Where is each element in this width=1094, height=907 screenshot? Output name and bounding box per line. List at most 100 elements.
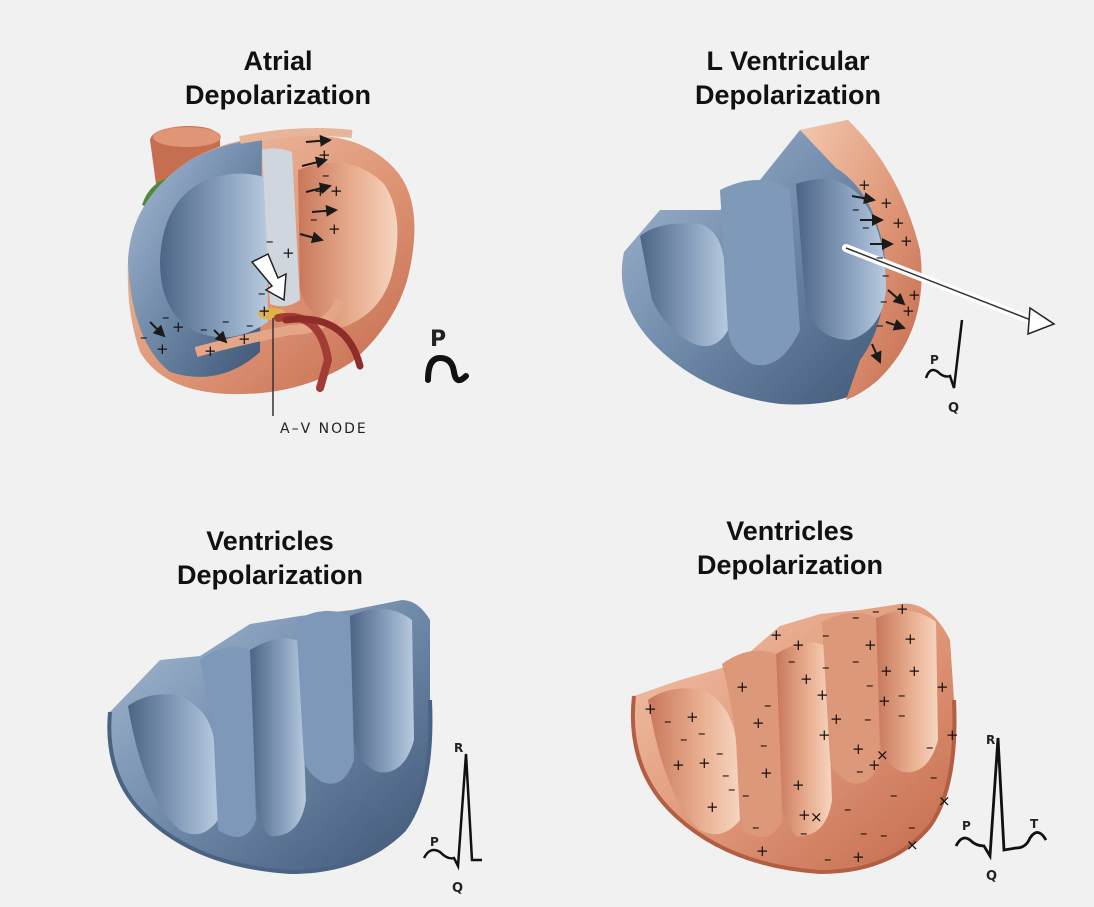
p-wave-3-label: P (430, 835, 439, 849)
svg-text:+: + (156, 340, 169, 358)
svg-text:–: – (898, 686, 906, 704)
svg-text:–: – (222, 312, 230, 330)
svg-text:–: – (856, 762, 864, 780)
svg-text:–: – (764, 696, 772, 714)
svg-text:–: – (864, 710, 872, 728)
pqrst-trace-4: P R Q T (956, 733, 1046, 884)
svg-text:–: – (844, 800, 852, 818)
pqrs-trace-3: P R Q (424, 741, 482, 896)
svg-text:–: – (788, 652, 796, 670)
svg-text:+: + (818, 726, 831, 744)
svg-text:–: – (162, 308, 170, 326)
svg-text:+: + (752, 714, 765, 732)
svg-text:+: + (816, 686, 829, 704)
svg-text:–: – (716, 744, 724, 762)
svg-text:+: + (314, 182, 327, 200)
svg-text:–: – (908, 818, 916, 836)
svg-text:+: + (852, 740, 865, 758)
svg-text:+: + (282, 244, 295, 262)
ventricles-blue-shape (109, 600, 430, 872)
svg-text:+: + (644, 700, 657, 718)
q-wave-2-label: Q (948, 401, 959, 416)
svg-text:–: – (852, 652, 860, 670)
l-ventricular-heart-shape: +++– –+–– +–+– (622, 120, 1054, 405)
pq-trace-2: P Q (926, 320, 962, 416)
svg-text:–: – (860, 824, 868, 842)
svg-text:+: + (864, 636, 877, 654)
svg-text:–: – (930, 768, 938, 786)
svg-text:+: + (172, 318, 185, 336)
svg-text:–: – (822, 658, 830, 676)
q-wave-3-label: Q (452, 881, 463, 896)
svg-text:–: – (266, 232, 274, 250)
r-wave-3-label: R (454, 741, 463, 755)
svg-text:–: – (246, 316, 254, 334)
svg-text:+: + (736, 678, 749, 696)
svg-text:–: – (752, 818, 760, 836)
p-wave-1-label: P (430, 327, 446, 352)
svg-text:+: + (258, 302, 271, 320)
svg-text:+: + (798, 806, 811, 824)
svg-text:+: + (800, 670, 813, 688)
svg-text:–: – (200, 320, 208, 338)
p-wave-2-label: P (930, 353, 939, 367)
svg-text:–: – (742, 786, 750, 804)
p-wave-4-label: P (962, 819, 971, 833)
svg-text:–: – (882, 266, 890, 284)
svg-text:+: + (896, 600, 909, 618)
svg-text:–: – (800, 824, 808, 842)
r-wave-4-label: R (986, 733, 995, 747)
svg-text:–: – (876, 316, 884, 334)
svg-text:–: – (698, 724, 706, 742)
svg-text:+: + (792, 776, 805, 794)
svg-text:–: – (880, 826, 888, 844)
svg-text:–: – (664, 712, 672, 730)
svg-text:+: + (770, 626, 783, 644)
svg-text:+: + (756, 842, 769, 860)
q-wave-4-label: Q (986, 869, 997, 884)
svg-text:×: × (876, 746, 889, 764)
svg-text:+: + (698, 754, 711, 772)
svg-text:–: – (926, 738, 934, 756)
svg-text:+: + (852, 848, 865, 866)
svg-text:+: + (892, 214, 905, 232)
svg-text:×: × (938, 792, 951, 810)
svg-text:–: – (310, 210, 318, 228)
svg-text:–: – (680, 730, 688, 748)
svg-text:+: + (900, 232, 913, 250)
svg-text:+: + (880, 662, 893, 680)
svg-text:+: + (328, 220, 341, 238)
p-wave-trace-1: P (428, 327, 466, 380)
svg-text:–: – (876, 248, 884, 266)
svg-text:–: – (760, 736, 768, 754)
svg-text:+: + (706, 798, 719, 816)
svg-text:×: × (810, 808, 823, 826)
svg-text:+: + (858, 176, 871, 194)
svg-text:+: + (830, 710, 843, 728)
svg-text:–: – (866, 676, 874, 694)
svg-text:+: + (936, 678, 949, 696)
t-wave-4-label: T (1030, 817, 1039, 831)
svg-text:+: + (902, 302, 915, 320)
svg-text:–: – (822, 626, 830, 644)
svg-text:–: – (258, 284, 266, 302)
svg-text:–: – (852, 200, 860, 218)
svg-text:+: + (672, 756, 685, 774)
svg-text:–: – (862, 218, 870, 236)
svg-text:–: – (880, 292, 888, 310)
svg-text:–: – (898, 706, 906, 724)
svg-text:+: + (330, 182, 343, 200)
svg-text:+: + (204, 342, 217, 360)
svg-text:–: – (852, 608, 860, 626)
svg-text:+: + (686, 708, 699, 726)
svg-text:–: – (722, 766, 730, 784)
svg-text:–: – (140, 328, 148, 346)
svg-text:+: + (908, 662, 921, 680)
svg-text:+: + (880, 194, 893, 212)
ventricles-orange-shape: +–+– –++– +––– –+++ ––++ +–++ ––++ ++×– … (633, 600, 959, 872)
svg-text:–: – (890, 786, 898, 804)
svg-text:–: – (872, 602, 880, 620)
svg-text:+: + (946, 726, 959, 744)
